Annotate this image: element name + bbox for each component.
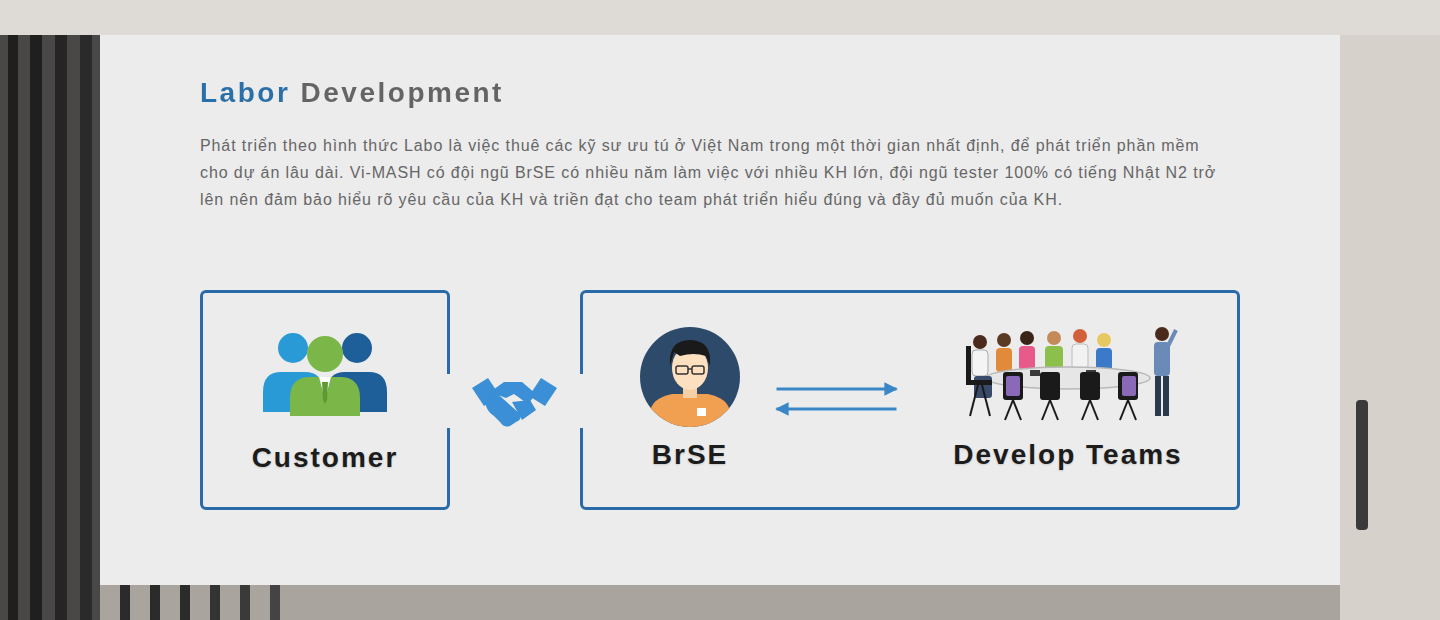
vendor-team-box: BrSE Develop Teams bbox=[580, 290, 1240, 510]
node-label: Develop Teams bbox=[928, 438, 1208, 472]
customer-box: Customer bbox=[200, 290, 450, 510]
title: Labor Development bbox=[200, 76, 504, 110]
customer-icon bbox=[263, 333, 387, 416]
team-meeting-illustration bbox=[966, 327, 1176, 420]
brse-node: BrSE bbox=[635, 325, 745, 475]
flow-arrow bbox=[777, 388, 897, 391]
window-blinds bbox=[0, 35, 1340, 620]
node-label: Customer bbox=[203, 441, 447, 475]
panel bbox=[100, 35, 1340, 585]
border-gap bbox=[445, 374, 586, 428]
flow-arrow bbox=[777, 408, 897, 411]
ceiling bbox=[0, 0, 1440, 35]
description-paragraph: Phát triển theo hình thức Labo là việc t… bbox=[200, 132, 1230, 213]
brse-avatar bbox=[640, 327, 740, 430]
node-label: BrSE bbox=[635, 438, 745, 472]
develop-teams-node: Develop Teams bbox=[928, 325, 1208, 475]
handshake-icon bbox=[472, 378, 557, 427]
glass-door bbox=[1340, 35, 1440, 620]
